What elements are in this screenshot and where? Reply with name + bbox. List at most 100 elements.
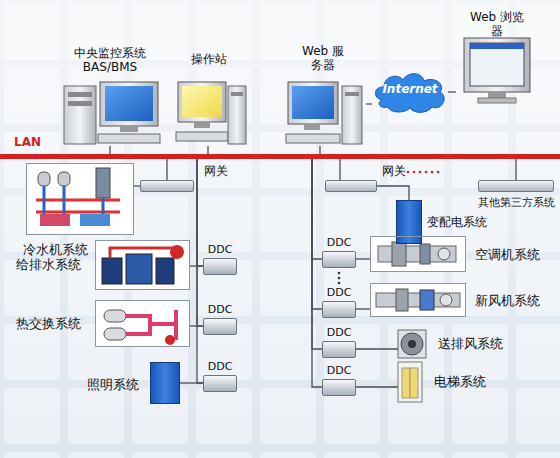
browser-monitor-part [464,38,530,92]
connector [448,91,456,92]
ddc-controller: DDC [322,364,356,397]
server-computer [286,82,362,144]
operator-computer-part [182,86,222,117]
node-label: Internet [372,82,448,96]
connector [166,159,167,180]
system-box: 冷水机系统 [26,163,134,235]
internet-cloud: Internet [372,70,448,114]
elevator-illustration [398,362,422,402]
bas-computer-part [68,101,92,106]
ddc-device [322,379,356,396]
node-label: Web 服务器 [298,44,348,73]
node-label: 网关 [382,164,416,178]
bas-computer-part [120,126,138,132]
node-label: LAN [14,135,54,149]
node-label: 冷水机系统 [23,242,113,258]
chiller-illustration-part [36,200,120,212]
fresh-air-illustration-part [420,290,434,310]
water-illustration [95,240,190,290]
server-computer-part [345,92,359,96]
ahu-illustration-part [438,248,450,260]
gateway-device: 其他第三方系统 [478,180,554,192]
ddc-controller: DDC [322,236,356,269]
node-label: 网关 [204,164,238,178]
node-label: 其他第三方系统 [473,196,555,209]
chiller-illustration-part [80,214,110,226]
node-label: 新风机系统 [475,293,547,309]
operator-computer-part [176,132,228,141]
chiller-illustration-part [58,172,70,186]
operator-computer-part [194,122,210,128]
fresh-air-illustration-part [440,294,452,306]
server-computer-part [286,134,340,143]
connector [197,159,203,266]
elevator-illustration-part [398,362,422,402]
browser-monitor-part [470,43,524,86]
ahu-illustration-part [378,246,456,262]
heat-exchange-illustration-part [104,310,126,322]
connector [356,348,398,349]
ddc-device [203,375,237,392]
vertical-dots-part [338,282,341,285]
bas-computer-part [98,134,160,143]
node-label: 变配电系统 [427,215,497,229]
bas-computer-part [64,86,96,144]
heat-exchange-illustration-part [104,328,126,340]
ddc-controller: DDC [322,286,356,319]
bas-computer-part [68,92,92,97]
node-label: 操作站 [170,52,248,66]
water-illustration-part [110,248,177,258]
server-computer-part [292,86,334,119]
elevator-illustration-part [410,368,418,398]
lighting-cabinet: 照明系统 [150,362,180,404]
server-computer-part [288,82,338,124]
ddc-controller: DDC [203,303,237,336]
node-label: DDC [322,326,356,339]
vertical-dots-part [338,277,341,280]
system-box: 给排水系统 [95,240,190,290]
connector [109,146,110,154]
browser-node: Web 浏览器 [456,10,538,104]
server-computer-part [342,86,362,144]
connector [515,159,516,180]
fan-illustration [398,330,426,358]
fan-illustration-part [398,330,426,358]
gateway-device: 网关 [325,180,377,192]
node-label: DDC [203,360,237,373]
node-label: 电梯系统 [434,374,494,390]
node-label: 热交换系统 [16,316,88,332]
ddc-controller: DDC [203,243,237,276]
node-label: 照明系统 [87,377,145,393]
ahu-illustration-part [420,244,430,264]
connector [356,308,370,309]
connector [197,159,203,326]
connector [377,186,409,200]
chiller-illustration-part [40,214,70,226]
water-illustration-part [102,258,122,284]
connector [366,103,372,104]
computer-node: 操作站 [170,52,248,146]
ddc-device [322,251,356,268]
connector [207,146,208,154]
fan-illustration-part [408,340,416,348]
operator-computer-part [231,92,243,96]
browser-monitor-part [470,43,524,49]
connector [339,159,340,180]
node-label: Web 浏览器 [467,10,527,39]
browser-monitor-part [478,98,516,103]
connector [356,258,370,259]
ddc-controller: DDC [203,360,237,393]
fan-node: 送排风系统 [398,330,426,358]
system-box: 空调机系统 [370,236,466,272]
bas-computer-part [105,86,153,121]
server-computer-part [304,124,320,130]
water-illustration-part [95,240,190,290]
chiller-illustration [26,163,134,235]
chiller-illustration-part [96,168,110,198]
heat-exchange-illustration [95,300,190,347]
fresh-air-illustration [370,283,466,317]
power-cabinet: 变配电系统 [396,200,422,244]
